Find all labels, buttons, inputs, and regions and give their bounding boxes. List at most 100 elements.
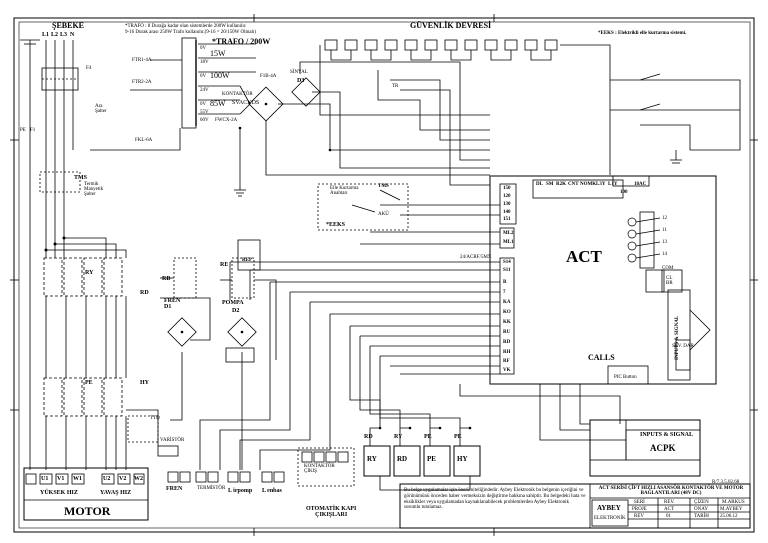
act-pic-button: PIC Button: [614, 375, 637, 380]
tb-r2-1: ACT: [664, 507, 674, 512]
revision-code: R/7.3.5.02.68: [712, 480, 740, 485]
door-label-rd: RD: [364, 434, 373, 440]
act-pin-vk: VK: [503, 368, 511, 373]
trafo-power-100w: 100W: [210, 71, 230, 80]
phase-n: N: [70, 32, 75, 38]
yavas-hiz-label: YAVAŞ HIZ: [100, 490, 132, 496]
fuse-ftr1: FTR1-4A: [132, 58, 152, 63]
terminal-u1: U1: [41, 476, 49, 482]
act-pin-rf: RF: [503, 359, 510, 364]
trafo-title: *TRAFO / 200W: [212, 37, 271, 46]
tb-r3-2: TARİH: [694, 514, 709, 519]
door-label-ry: RY: [394, 434, 403, 440]
tb-h1: REV.: [664, 500, 675, 505]
contactor-hy-bottom: HY: [140, 380, 149, 386]
eeks-tms-label: TMS: [378, 184, 389, 189]
trafo-power-85w: 85W: [210, 99, 226, 108]
door-label-pe: PE: [424, 434, 432, 440]
act-pin-kk: KK: [503, 320, 511, 325]
act-top-sm: SM: [546, 182, 554, 187]
svackds-label: SVACKDS: [232, 100, 260, 106]
act-top-cnt: CNT: [568, 182, 579, 187]
trafo-power-15w: 15W: [210, 49, 226, 58]
fuse-fkl: FKL-6A: [135, 138, 153, 143]
act-pin-s14: S14: [503, 260, 511, 265]
fuse-f4: F4: [86, 66, 92, 71]
acpk-title: ACPK: [650, 443, 676, 453]
title-block-title: ACT SERİSİ ÇİFT HIZLI ASANSÖR KONTAKTÖR …: [598, 486, 744, 496]
tb-r3-1: 01: [666, 514, 671, 519]
act-pin-ru: RU: [503, 330, 511, 335]
contactor-rd-top: RD: [140, 290, 149, 296]
act-top-r2k: R2K: [556, 182, 566, 187]
act-cl-br: CL BR: [666, 276, 673, 286]
act-top-dl: DL: [536, 182, 543, 187]
act-pin-24: 24/ACRF/5MX: [460, 255, 492, 260]
kontaktor-cikis-label: KONTAKTÖR ÇIKIŞ: [304, 464, 335, 474]
otomatik-kapi-label: OTOMATİK KAPI ÇIKIŞLARI: [306, 506, 357, 518]
trafo-v0: 0V: [200, 46, 207, 51]
act-pin-ml1: ML1: [503, 240, 514, 245]
tb-h0: SERİ: [634, 500, 645, 505]
acpk-subtitle: INPUTS & SIGNAL: [640, 432, 694, 438]
company-name: AYBEY: [597, 504, 621, 512]
act-pin-ka: KA: [503, 300, 511, 305]
fuse-f1: F1: [30, 128, 36, 133]
act-right-12: 12: [662, 216, 667, 221]
act-right-com: COM: [662, 266, 674, 271]
act-top-l1y: L1Y: [608, 182, 618, 187]
eeks-label: *EEKS: [326, 222, 346, 228]
act-pin-151: 151: [503, 217, 511, 222]
pompa-label: POMPA: [222, 300, 244, 306]
contactor-pe-bottom: PE: [85, 380, 93, 386]
act-pin-120: 120: [503, 194, 511, 199]
yuksek-hiz-label: YÜKSEK HIZ: [40, 490, 78, 496]
trafo-v4: 0V: [200, 102, 207, 107]
ttd-label: TTD: [150, 416, 160, 421]
act-top-l3y: L3Y: [596, 182, 606, 187]
rep-label: REP: [242, 258, 252, 263]
ara-salter-label: Ara Şalter: [95, 104, 107, 114]
lirpomp-label: L irpomp: [228, 488, 253, 494]
door-label-pe2: PE: [454, 434, 462, 440]
eeks-note: *EEKS : Elektrikli elle kurtarma sistemi…: [598, 31, 687, 36]
act-pin-130: 130: [503, 202, 511, 207]
trafo-v2: 0V: [200, 74, 207, 79]
lenbas-label: L enbas: [262, 488, 282, 494]
motor-label: MOTOR: [64, 504, 111, 518]
fuse-fwcx: FWCX-2A: [215, 118, 238, 123]
eeks-aku-label: AKÜ: [378, 212, 389, 217]
act-pin-7: 7: [503, 290, 506, 295]
fuse-ftr2: FTR2-2A: [132, 80, 152, 85]
door-relay-pe: PE: [427, 455, 436, 463]
contactor-ry-top: RY: [85, 270, 94, 276]
act-title: ACT: [566, 247, 602, 266]
disclaimer-text: Bu belge uygulamalar için önerü niteliği…: [404, 488, 586, 511]
tb-r3-0: REV: [634, 514, 644, 519]
act-top-100: 100: [620, 190, 628, 195]
re-label: RE: [220, 262, 229, 268]
tr-label: TR: [392, 84, 399, 89]
company-sub: ELEKTRONİK: [594, 516, 626, 521]
tb-r2-2: ONAY: [694, 507, 708, 512]
tb-h2: ÇİZEN: [694, 500, 709, 505]
act-calls: CALLS: [588, 353, 615, 362]
act-pin-rd: RD: [503, 340, 511, 345]
pompa-d2-label: D2: [232, 308, 240, 314]
act-top-nomk: NOMK: [580, 182, 597, 187]
act-inputs-signal: INPUTS & SIGNAL: [675, 315, 680, 360]
act-pin-s11: S11: [503, 268, 511, 273]
act-pin-ko: KO: [503, 310, 511, 315]
rb-label: RB: [162, 276, 171, 282]
pe-label: PE: [20, 128, 26, 133]
terminal-w1: W1: [73, 476, 82, 482]
act-right-11: 11: [662, 228, 667, 233]
sinyal-label: SİNYAL: [290, 70, 308, 75]
sebeke-label: ŞEBEKE: [52, 21, 85, 30]
trafo-v5: 55V: [200, 110, 209, 115]
tb-h3: M.ARKUS: [722, 500, 745, 505]
d3-label: D3: [297, 78, 305, 84]
terminal-u2: U2: [103, 476, 111, 482]
guvenlik-title: GÜVENLİK DEVRESİ: [410, 21, 492, 30]
